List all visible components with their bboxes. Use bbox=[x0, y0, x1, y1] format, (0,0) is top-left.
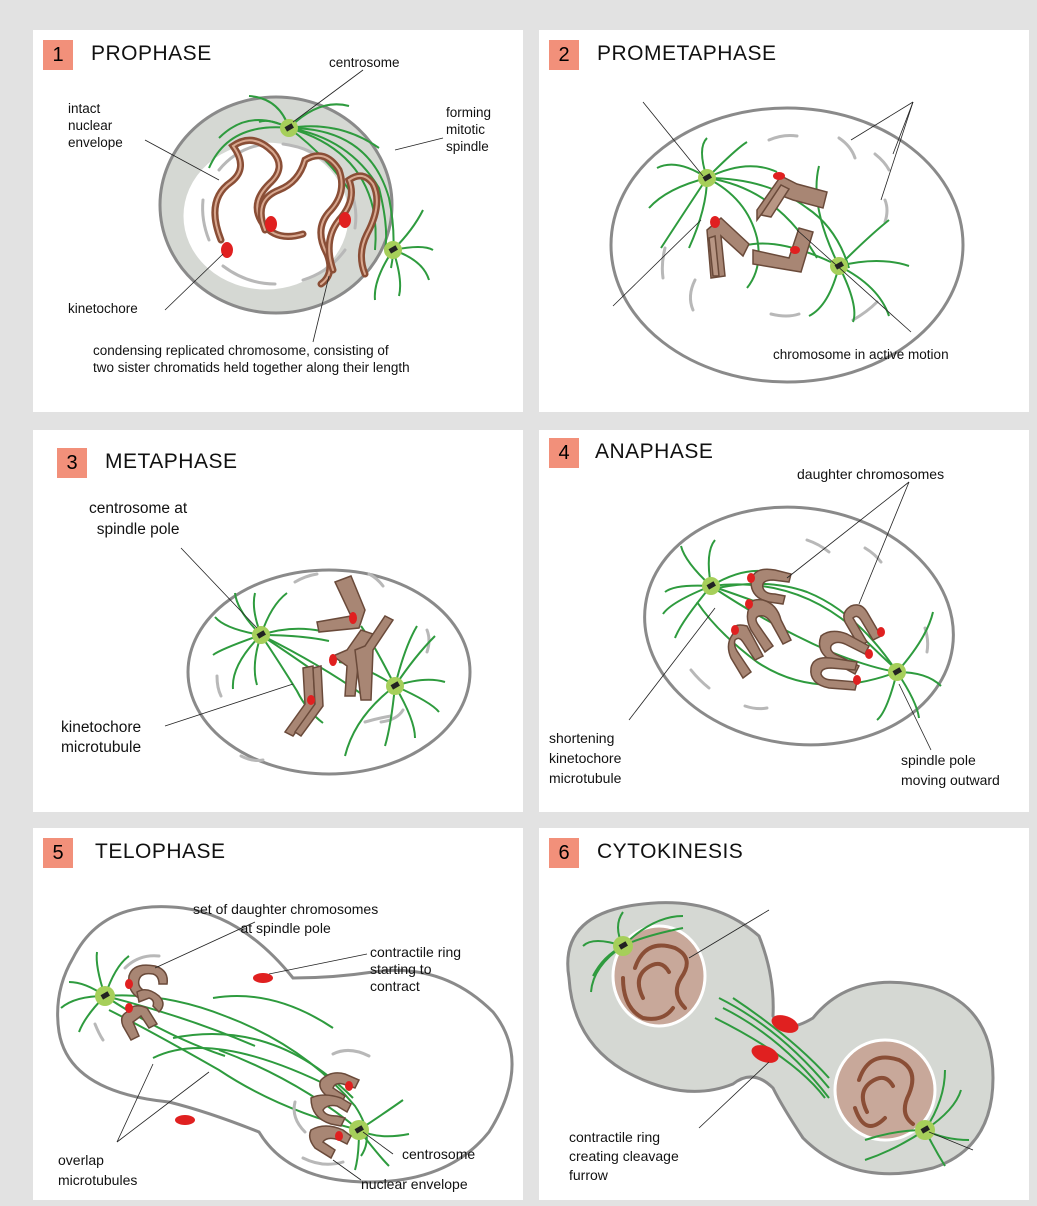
label-nuclear-envelope-telo: nuclear envelope bbox=[361, 1176, 468, 1193]
label-daughter-chromosomes: daughter chromosomes bbox=[797, 466, 944, 483]
panel-cytokinesis: 6 CYTOKINESIS bbox=[539, 828, 1029, 1200]
label-spindle: forming mitotic spindle bbox=[446, 104, 491, 155]
label-kinetochore: kinetochore bbox=[68, 300, 138, 317]
label-contractile-ring: contractile ring starting to contract bbox=[370, 944, 461, 995]
label-centrosome-pole: centrosome at spindle pole bbox=[89, 498, 187, 540]
label-chromosome: condensing replicated chromosome, consis… bbox=[93, 342, 410, 376]
panel-anaphase: 4 ANAPHASE bbox=[539, 430, 1029, 812]
panel-prophase: 1 PROPHASE bbox=[33, 30, 523, 412]
panel-prometaphase: 2 PROMETAPHASE bbox=[539, 30, 1029, 412]
panel-telophase: 5 TELOPHASE bbox=[33, 828, 523, 1200]
label-daughter-set: set of daughter chromosomes at spindle p… bbox=[193, 900, 378, 938]
telophase-illustration bbox=[33, 828, 523, 1200]
label-kinetochore-mt: kinetochore microtubule bbox=[61, 718, 141, 758]
label-cleavage-ring: contractile ring creating cleavage furro… bbox=[569, 1128, 679, 1185]
label-centrosome-telo: centrosome bbox=[402, 1146, 475, 1163]
label-overlap: overlap microtubules bbox=[58, 1150, 137, 1190]
panel-metaphase: 3 METAPHASE bbox=[33, 430, 523, 812]
label-spindle-pole: spindle pole moving outward bbox=[901, 750, 1000, 790]
label-nuclear-envelope: intact nuclear envelope bbox=[68, 100, 123, 151]
label-centrosome: centrosome bbox=[329, 54, 400, 71]
label-shortening: shortening kinetochore microtubule bbox=[549, 728, 621, 788]
label-active-motion: chromosome in active motion bbox=[773, 346, 949, 363]
